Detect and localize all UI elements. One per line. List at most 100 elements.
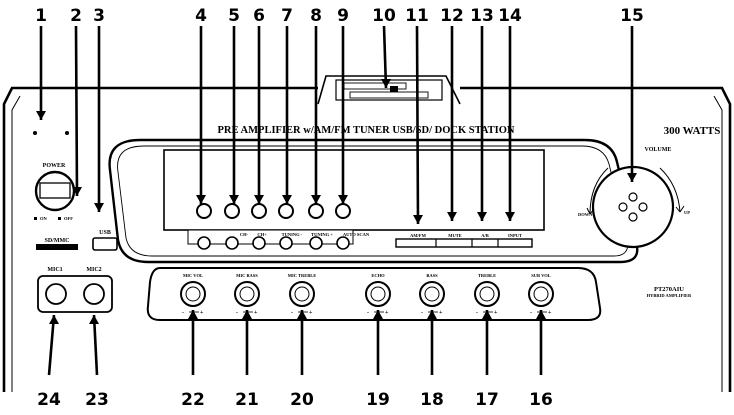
transport-jack-4: [279, 236, 293, 250]
mic1-label: MIC1: [47, 267, 62, 273]
callout-arrow-22: [188, 310, 198, 319]
knob-plus-1: +: [200, 310, 204, 316]
transport-jack-2: [225, 236, 239, 250]
transport-button-4[interactable]: [278, 203, 294, 219]
transport-label-2: CH+: [257, 232, 267, 237]
chassis-outline: [2, 86, 732, 392]
function-button-a-b[interactable]: [473, 240, 498, 246]
callout-number-11: 11: [405, 6, 429, 26]
usb-port[interactable]: [92, 237, 118, 251]
callout-number-5: 5: [228, 6, 240, 26]
chassis-inner-line: [11, 95, 723, 392]
callout-arrow-20: [297, 310, 307, 319]
volume-down-label: DOWN: [578, 212, 593, 217]
callout-arrow-2: [72, 187, 82, 196]
callout-number-23: 23: [85, 390, 109, 410]
media-slots: SD/MMC USB: [36, 230, 118, 251]
display-bezel-inner: [117, 145, 629, 257]
display-bezel: [108, 138, 639, 264]
callout-number-6: 6: [253, 6, 265, 26]
callout-number-19: 19: [366, 390, 390, 410]
callout-arrow-19: [373, 310, 383, 319]
volume-label: VOLUME: [645, 147, 672, 153]
callout-number-2: 2: [70, 6, 82, 26]
volume-up-label: UP: [684, 210, 690, 215]
volume-down-arrow: [589, 167, 609, 215]
transport-button-1[interactable]: [196, 203, 212, 219]
knob-cap-2: [239, 286, 255, 302]
knob-plus-3: +: [309, 310, 313, 316]
transport-button-3[interactable]: [251, 203, 267, 219]
knob-minus-3: -: [291, 310, 293, 316]
knob-plus-6: +: [494, 310, 498, 316]
callout-arrow-12: [447, 212, 457, 221]
knob-minus-5: -: [421, 310, 423, 316]
transport-jack-6: [336, 236, 350, 250]
callout-arrow-18: [427, 310, 437, 319]
callout-arrow-1: [36, 111, 46, 120]
function-label-3: A/B: [481, 233, 489, 238]
watts-label: 300 WATTS: [664, 125, 721, 137]
callout-number-3: 3: [93, 6, 105, 26]
transport-label-3: TUNING -: [282, 232, 303, 237]
knob-cap-4: [370, 286, 386, 302]
mic-section: MIC1 MIC2: [37, 267, 113, 313]
power-label: POWER: [43, 163, 66, 169]
callout-arrow-24: [49, 315, 59, 324]
callout-arrow-16: [536, 310, 546, 319]
callout-arrow-5: [229, 195, 239, 204]
knob-minus-4: -: [367, 310, 369, 316]
function-label-4: INPUT: [508, 233, 522, 238]
model-subtitle: HYBRID AMPLIFIER: [647, 293, 692, 298]
knob-cap-6: [479, 286, 495, 302]
knob-cap-1: [185, 286, 201, 302]
knob-label-1: MIC VOL: [183, 273, 203, 278]
callout-arrow-21: [242, 310, 252, 319]
function-button-bar: [395, 238, 533, 248]
function-button-input[interactable]: [499, 240, 531, 246]
knob-label-4: ECHO: [371, 273, 385, 278]
callout-arrow-11: [413, 215, 423, 224]
knob-cap-7: [533, 286, 549, 302]
callout-arrow-17: [482, 310, 492, 319]
model-number: PT270AIU: [654, 286, 684, 293]
transport-label-1: CH-: [240, 232, 249, 237]
function-button-mute[interactable]: [437, 240, 472, 246]
knob-label-7: SUB VOL: [531, 273, 550, 278]
transport-button-5[interactable]: [308, 203, 324, 219]
display-window: [163, 149, 545, 231]
transport-label-5: AUTO SCAN: [343, 232, 370, 237]
transport-button-2[interactable]: [224, 203, 240, 219]
knob-cap-3: [294, 286, 310, 302]
callout-number-8: 8: [310, 6, 322, 26]
transport-button-6[interactable]: [335, 203, 351, 219]
callout-number-22: 22: [181, 390, 205, 410]
volume-up-arrow: [659, 167, 681, 213]
callout-arrow-23: [89, 315, 99, 324]
usb-label: USB: [99, 230, 111, 236]
function-button-am-fm[interactable]: [397, 240, 436, 246]
power-off-label: OFF: [64, 216, 73, 221]
callout-number-20: 20: [290, 390, 314, 410]
callout-number-21: 21: [235, 390, 259, 410]
transport-row: CH- CH+ TUNING - TUNING + AUTO SCAN: [187, 203, 370, 250]
sd-card-slot[interactable]: [36, 244, 78, 250]
callout-arrow-14: [505, 212, 515, 221]
function-label-2: MUTE: [448, 233, 462, 238]
knob-plus-2: +: [254, 310, 258, 316]
transport-label-4: TUNING +: [311, 232, 333, 237]
mic1-jack[interactable]: [45, 283, 67, 305]
callout-number-18: 18: [420, 390, 444, 410]
power-on-label: ON: [40, 216, 48, 221]
callout-arrow-15: [627, 173, 637, 182]
sd-label: SD/MMC: [45, 238, 70, 244]
callout-arrow-6: [254, 195, 264, 204]
callout-line-10: [382, 25, 388, 89]
callout-number-1: 1: [35, 6, 47, 26]
mic2-label: MIC2: [86, 267, 101, 273]
volume-section: VOLUME DOWN UP: [578, 147, 690, 249]
callout-number-16: 16: [529, 390, 553, 410]
knob-minus-7: -: [530, 310, 532, 316]
mic2-jack[interactable]: [83, 283, 105, 305]
callout-line-24: [47, 314, 56, 376]
